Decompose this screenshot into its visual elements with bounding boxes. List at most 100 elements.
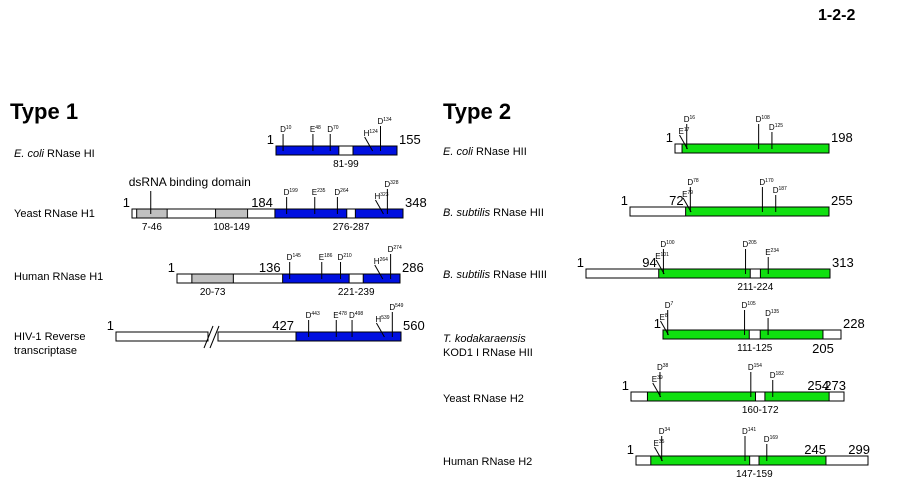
rnase-h-domain bbox=[685, 206, 830, 217]
protein-label: B. subtilis RNase HIII bbox=[443, 268, 547, 282]
active-site-label: E35 bbox=[653, 439, 664, 448]
dsrna-binding-label: dsRNA binding domain bbox=[129, 175, 251, 189]
active-site-label: E234 bbox=[765, 248, 779, 257]
region-label: 81-99 bbox=[333, 159, 359, 170]
end-residue-label: 560 bbox=[403, 318, 425, 333]
active-site-label: H539 bbox=[375, 315, 389, 324]
active-site-marker bbox=[655, 259, 665, 275]
end-residue-label: 273 bbox=[824, 378, 846, 393]
enzyme-name: Human RNase H2 bbox=[443, 456, 533, 468]
type2-title: Type 2 bbox=[443, 99, 512, 124]
boundary-label: 94 bbox=[642, 255, 656, 270]
binding-domain bbox=[215, 208, 249, 219]
protein-label: Yeast RNase H1 bbox=[14, 207, 95, 221]
active-site-marker bbox=[682, 197, 692, 213]
active-site-label: E186 bbox=[319, 253, 333, 262]
active-site-label: E17 bbox=[679, 127, 690, 136]
active-site-label: D274 bbox=[388, 245, 402, 254]
active-site-label: H264 bbox=[374, 257, 388, 266]
start-residue-label: 1 bbox=[622, 378, 629, 393]
end-residue-label: 313 bbox=[832, 255, 854, 270]
protein-label: E. coli RNase HI bbox=[14, 147, 95, 161]
protein-bar bbox=[635, 455, 869, 466]
active-site-label: D154 bbox=[748, 363, 762, 372]
enzyme-name: Yeast RNase H1 bbox=[14, 208, 95, 220]
active-site-label: D199 bbox=[284, 188, 298, 197]
active-site-label: D16 bbox=[684, 115, 696, 124]
start-residue-label: 1 bbox=[267, 132, 274, 147]
active-site-label: D264 bbox=[334, 188, 348, 197]
rnase-h-domain bbox=[274, 208, 348, 219]
rnase-h-domain bbox=[295, 331, 402, 342]
region-label: 7-46 bbox=[142, 222, 162, 233]
region-label: 147-159 bbox=[736, 469, 773, 480]
enzyme-name: RNase HII bbox=[490, 207, 544, 219]
species-name: E. coli bbox=[14, 148, 44, 160]
start-residue-label: 1 bbox=[654, 316, 661, 331]
active-site-label: D210 bbox=[338, 253, 352, 262]
active-site-label: D141 bbox=[742, 427, 756, 436]
enzyme-name: RNase HI bbox=[43, 148, 95, 160]
boundary-label: 184 bbox=[251, 195, 273, 210]
end-residue-label: 348 bbox=[405, 195, 427, 210]
active-site-label: D498 bbox=[349, 311, 363, 320]
start-residue-label: 1 bbox=[666, 130, 673, 145]
rnase-h-domain bbox=[764, 391, 830, 402]
rnase-h-domain bbox=[658, 268, 751, 279]
enzyme-name: Human RNase H1 bbox=[14, 271, 104, 283]
rnase-h-domain bbox=[681, 143, 830, 154]
protein-label: Human RNase H2 bbox=[443, 455, 532, 469]
active-site-label: D182 bbox=[770, 371, 784, 380]
start-residue-label: 1 bbox=[123, 195, 130, 210]
binding-domain bbox=[191, 273, 234, 284]
active-site-marker bbox=[652, 382, 662, 398]
active-site-label: E8 bbox=[659, 313, 667, 322]
page-id: 1-2-2 bbox=[818, 7, 856, 24]
boundary-label: 205 bbox=[812, 341, 834, 356]
enzyme-name: Yeast RNase H2 bbox=[443, 393, 524, 405]
active-site-marker bbox=[660, 320, 669, 336]
active-site-label: D38 bbox=[657, 363, 669, 372]
region-label: 211-224 bbox=[737, 282, 773, 293]
active-site-label: E48 bbox=[310, 125, 321, 134]
label-line2: transcriptase bbox=[14, 345, 77, 357]
active-site-label: D187 bbox=[773, 186, 787, 195]
binding-domain bbox=[136, 208, 168, 219]
enzyme-name: HIV-1 Reverse bbox=[14, 331, 86, 343]
end-residue-label: 299 bbox=[848, 442, 870, 457]
enzyme-name: RNase HIII bbox=[490, 269, 547, 281]
active-site-label: E235 bbox=[312, 188, 326, 197]
active-site-label: D108 bbox=[756, 115, 770, 124]
active-site-label: D70 bbox=[327, 125, 339, 134]
active-site-label: H323 bbox=[374, 192, 388, 201]
active-site-label: D169 bbox=[764, 435, 778, 444]
start-residue-label: 1 bbox=[577, 255, 584, 270]
protein-label: Human RNase H1 bbox=[14, 270, 103, 284]
boundary-label: 245 bbox=[804, 442, 826, 457]
end-residue-label: 228 bbox=[843, 316, 865, 331]
rnase-h-domain bbox=[650, 455, 751, 466]
end-residue-label: 155 bbox=[399, 132, 421, 147]
break-mark bbox=[203, 325, 214, 349]
species-name: T. kodakaraensis bbox=[443, 333, 526, 345]
boundary-label: 136 bbox=[259, 260, 281, 275]
rnase-h-domain bbox=[275, 145, 340, 156]
active-site-marker bbox=[375, 199, 384, 215]
rnase-h-domain bbox=[282, 273, 350, 284]
rnase-h-domain bbox=[758, 455, 827, 466]
active-site-label: D34 bbox=[659, 427, 671, 436]
end-residue-label: 286 bbox=[402, 260, 424, 275]
rnase-h-domain bbox=[354, 208, 404, 219]
active-site-label: D7 bbox=[665, 301, 674, 310]
protein-label: E. coli RNase HII bbox=[443, 145, 527, 159]
active-site-label: E478 bbox=[333, 311, 347, 320]
type1-title: Type 1 bbox=[10, 99, 79, 124]
